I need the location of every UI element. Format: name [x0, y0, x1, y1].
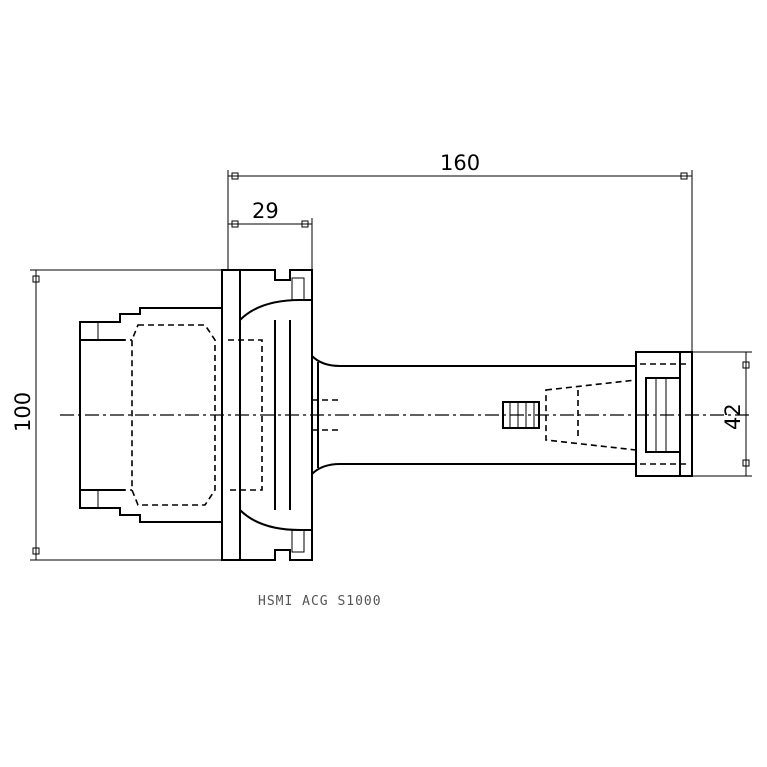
nut-diameter-label: 42 — [721, 403, 745, 430]
flange-length-label: 29 — [252, 199, 279, 223]
extension-shank — [311, 355, 636, 475]
overall-length-label: 160 — [440, 151, 480, 175]
set-screw — [502, 401, 540, 429]
collet-nut — [635, 351, 693, 477]
dimension-flange-length: 29 — [228, 199, 313, 270]
part-code-caption: HSMI ACG S1000 — [258, 594, 382, 609]
rear-shank — [79, 307, 223, 523]
flange — [221, 269, 340, 561]
dimension-overall-length: 160 — [227, 151, 693, 352]
dimension-body-diameter: 100 — [11, 269, 222, 561]
dimension-nut-diameter: 42 — [692, 351, 752, 477]
body-diameter-label: 100 — [11, 392, 35, 432]
